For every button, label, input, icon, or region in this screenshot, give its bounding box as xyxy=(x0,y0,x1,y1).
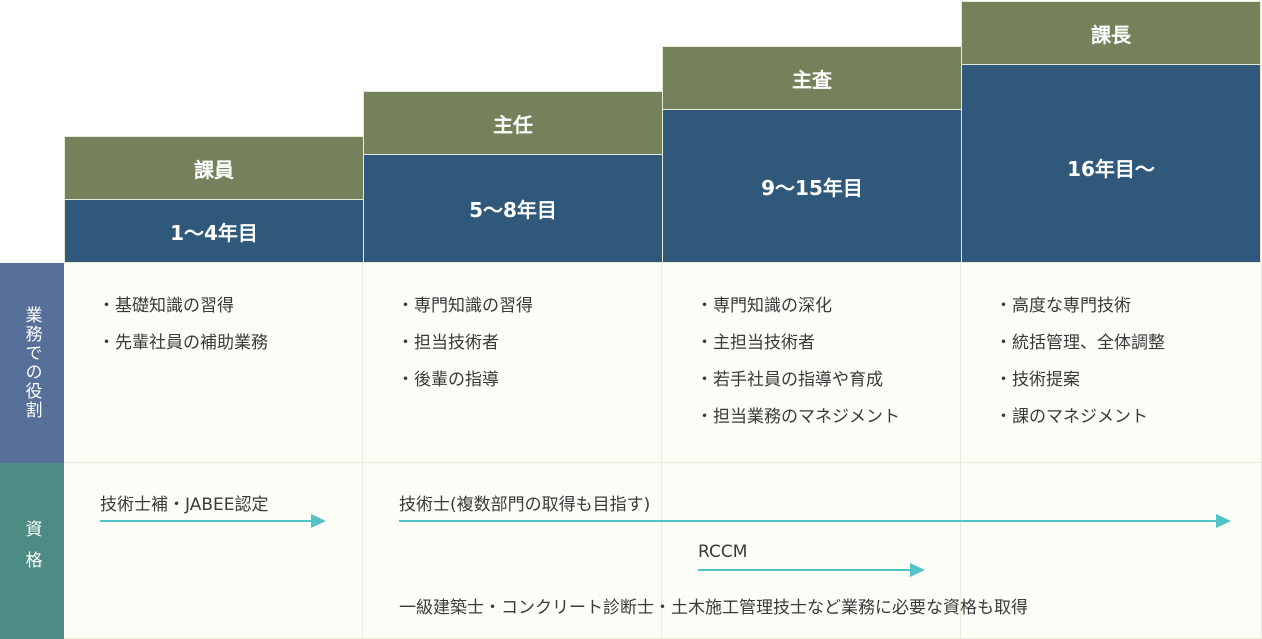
role-item: ・担当技術者 xyxy=(397,333,499,353)
qual-cell-kaiin xyxy=(64,463,363,639)
qual-others-label: 一級建築士・コンクリート診断士・土木施工管理技士など業務に必要な資格も取得 xyxy=(399,598,1028,618)
level-title-shunin: 主任 xyxy=(363,91,663,155)
qual-pe-label: 技術士(複数部門の取得も目指す) xyxy=(399,495,651,515)
row-label-roles: 業務での役割 xyxy=(0,263,64,463)
roles-cell-shusa: ・専門知識の深化 ・主担当技術者 ・若手社員の指導や育成 ・担当業務のマネジメン… xyxy=(662,263,961,463)
role-item: ・基礎知識の習得 xyxy=(98,296,234,316)
level-years-kaiin: 1〜4年目 xyxy=(64,200,364,263)
roles-cell-kacho: ・高度な専門技術 ・統括管理、全体調整 ・技術提案 ・課のマネジメント xyxy=(961,263,1262,463)
level-years-kacho: 16年目〜 xyxy=(961,65,1261,263)
level-years-shusa: 9〜15年目 xyxy=(662,110,962,263)
qual-cell-kacho xyxy=(961,463,1262,639)
level-title-shusa: 主査 xyxy=(662,46,962,110)
level-title-kacho: 課長 xyxy=(961,1,1261,65)
qual-jabee-label: 技術士補・JABEE認定 xyxy=(100,495,269,515)
role-item: ・統括管理、全体調整 xyxy=(995,333,1165,353)
role-item: ・担当業務のマネジメント xyxy=(696,407,900,427)
roles-cell-shunin: ・専門知識の習得 ・担当技術者 ・後輩の指導 xyxy=(363,263,662,463)
qual-rccm-label: RCCM xyxy=(698,542,748,562)
qual-rccm-arrow-line xyxy=(698,569,911,571)
qual-cell-shusa xyxy=(662,463,961,639)
role-item: ・課のマネジメント xyxy=(995,407,1148,427)
qual-jabee-arrow-line xyxy=(100,520,312,522)
role-item: ・主担当技術者 xyxy=(696,333,815,353)
roles-list-kacho: ・高度な専門技術 ・統括管理、全体調整 ・技術提案 ・課のマネジメント xyxy=(961,263,1261,436)
qual-cell-shunin xyxy=(363,463,662,639)
qual-pe-arrow-head xyxy=(1216,514,1231,528)
roles-list-shusa: ・専門知識の深化 ・主担当技術者 ・若手社員の指導や育成 ・担当業務のマネジメン… xyxy=(662,263,960,436)
roles-list-shunin: ・専門知識の習得 ・担当技術者 ・後輩の指導 xyxy=(363,263,661,399)
role-item: ・専門知識の習得 xyxy=(397,296,533,316)
level-years-shunin: 5〜8年目 xyxy=(363,155,663,263)
roles-cell-kaiin: ・基礎知識の習得 ・先輩社員の補助業務 xyxy=(64,263,363,463)
level-title-kaiin: 課員 xyxy=(64,136,364,200)
roles-list-kaiin: ・基礎知識の習得 ・先輩社員の補助業務 xyxy=(64,263,362,362)
role-item: ・技術提案 xyxy=(995,370,1080,390)
role-item: ・先輩社員の補助業務 xyxy=(98,333,268,353)
qual-rccm-arrow-head xyxy=(910,563,925,577)
role-item: ・専門知識の深化 xyxy=(696,296,832,316)
role-item: ・高度な専門技術 xyxy=(995,296,1131,316)
role-item: ・若手社員の指導や育成 xyxy=(696,370,883,390)
role-item: ・後輩の指導 xyxy=(397,370,499,390)
qual-pe-arrow-line xyxy=(399,520,1217,522)
row-label-qualifications: 資格 xyxy=(0,463,64,639)
qual-jabee-arrow-head xyxy=(311,514,326,528)
